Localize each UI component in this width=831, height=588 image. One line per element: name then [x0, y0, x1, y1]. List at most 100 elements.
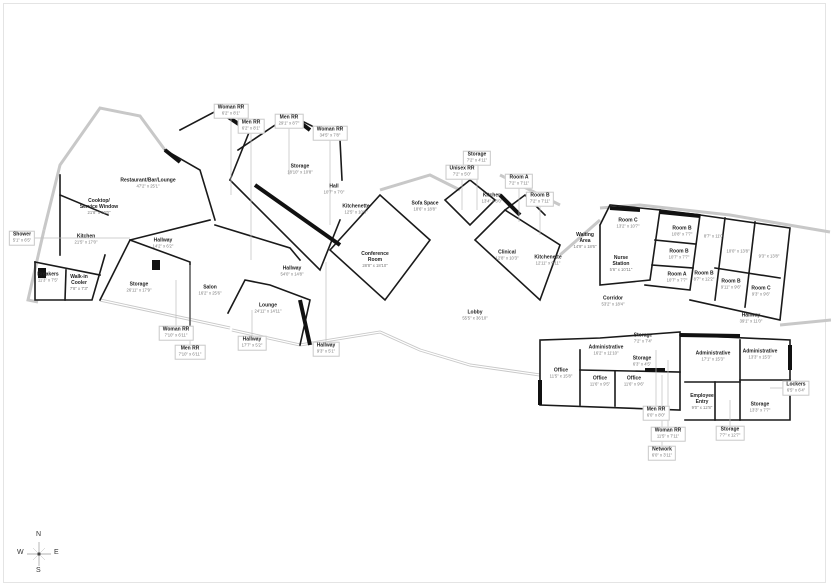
callout-tag-dimensions: 7'2" x 5'0" [452, 171, 472, 177]
room-label-dimensions: 14'2" x 6'2" [152, 243, 174, 249]
room-label-dimensions: 11'6" x 9'6" [623, 381, 645, 387]
room-label-name: Administrative [695, 350, 731, 357]
callout-tag-name: Room B [530, 192, 550, 199]
room-label-name: Administrative [588, 344, 624, 351]
callout-tag-dimensions: 6'2" x 8'1" [221, 110, 241, 116]
callout-tag-name: Men RR [646, 406, 666, 413]
room-label-name: Office [553, 367, 569, 374]
callout-tag-name: Men RR [180, 345, 200, 352]
room-label-dimensions: 10'8" x 7'7" [671, 231, 693, 237]
room-label-name: Room B [672, 225, 692, 232]
room-label-dimensions: 18'10" x 10'8" [287, 169, 313, 175]
callout-tag-name: Hallway [242, 336, 262, 343]
room-label-dimensions: 9'3" x 13'8" [758, 253, 780, 259]
compass-icon [27, 542, 51, 566]
room-label-dimensions: 13'3" x 7'7" [749, 407, 771, 413]
room-label-name: Clinical [498, 249, 516, 256]
room-label-name: Room B [694, 270, 714, 277]
callout-tag-dimensions: 29'1" x 8'7" [278, 120, 300, 126]
room-label-name: Walk-in Cooler [70, 273, 88, 286]
callout-tag-dimensions: 7'10" x 6'11" [178, 351, 202, 357]
room-label-name: Office [626, 375, 642, 382]
room-label-name: Breakers [37, 271, 59, 278]
room-label-name: Room C [751, 285, 771, 292]
room-label: 9'3" x 13'8" [758, 253, 780, 260]
room-label-dimensions: 17'1" x 15'3" [701, 356, 725, 362]
room-label-dimensions: 11'6" x 9'5" [589, 381, 611, 387]
room-label-dimensions: 8'7" x 12'2" [693, 276, 715, 282]
room-label-dimensions: 13'2" x 10'7" [616, 223, 640, 229]
callout-tag-dimensions: 6'2" x 8'1" [241, 125, 261, 131]
room-label-name: Hallway [153, 237, 173, 244]
callout-tag-dimensions: 7'2" x 7'11" [508, 180, 530, 186]
room-label-name: Storage [633, 332, 653, 339]
room-label-dimensions: 47'2" x 25'1" [136, 183, 160, 189]
room-label-dimensions: 18'6" x 18'8" [413, 206, 437, 212]
room-label-dimensions: 16'2" x 11'10" [593, 350, 619, 356]
callout-tag-name: Lockers [786, 381, 806, 388]
room-label-dimensions: 7'8" x 7'3" [69, 285, 89, 291]
callout-tag-dimensions: 7'2" x 7'11" [529, 198, 551, 204]
room-label-name: Storage [750, 401, 770, 408]
room-label-dimensions: 54'0" x 14'8" [280, 271, 304, 277]
callout-tag-dimensions: 7'2" x 4'11" [466, 157, 488, 163]
callout-tag-name: Unisex RR [449, 165, 475, 172]
callout-tag-name: Men RR [241, 119, 261, 126]
room-label-dimensions: 6'3" x 4'5" [632, 361, 652, 367]
callout-tag-dimensions: 11'5" x 7'11" [656, 433, 680, 439]
room-label-name: Administrative [742, 348, 778, 355]
room-label-dimensions: 53'2" x 18'4" [601, 301, 625, 307]
room-label-name: Restaurant/Bar/Lounge [120, 177, 176, 184]
callout-tag-name: Woman RR [162, 326, 190, 333]
room-label-name: Waiting Area [576, 231, 594, 244]
interior-walls [34, 109, 791, 421]
room-label-dimensions: 14'9" x 18'6" [573, 243, 597, 249]
callout-tag-dimensions: 7'7" x 12'7" [719, 432, 741, 438]
callout-tag-dimensions: 9'3" x 5'1" [316, 348, 336, 354]
compass-rose: N S E W [17, 531, 60, 575]
room-label-dimensions: 21'8" x 10'0" [87, 209, 111, 215]
room-label: 8'7" x 11'0" [703, 233, 725, 240]
room-label-dimensions: 9'11" x 9'6" [720, 284, 742, 290]
room-label-dimensions: 9'0" x 12'8" [691, 404, 713, 410]
callout-tag-dimensions: 6'0" x 8'0" [646, 412, 666, 418]
callout-tag-dimensions: 6'0" x 3'11" [651, 452, 673, 458]
room-label-name: Hallway [282, 265, 302, 272]
room-label-name: Kitchen [482, 192, 502, 199]
compass-east: E [54, 549, 59, 556]
room-label-dimensions: 8'7" x 11'0" [703, 233, 725, 239]
room-label-dimensions: 9'3" x 9'6" [751, 291, 771, 297]
room-label-dimensions: 21'5" x 17'0" [74, 239, 98, 245]
room-label-dimensions: 24'11" x 14'11" [254, 308, 282, 314]
compass-south: S [36, 567, 41, 574]
room-label-dimensions: 16'2" x 25'6" [198, 290, 222, 296]
room-label-name: Room B [721, 278, 741, 285]
callout-tag-name: Woman RR [316, 126, 344, 133]
room-label-name: Kitchen [76, 233, 96, 240]
room-label-dimensions: 12'5" x 10'8" [344, 209, 368, 215]
room-label-dimensions: 13'3" x 15'3" [748, 354, 772, 360]
